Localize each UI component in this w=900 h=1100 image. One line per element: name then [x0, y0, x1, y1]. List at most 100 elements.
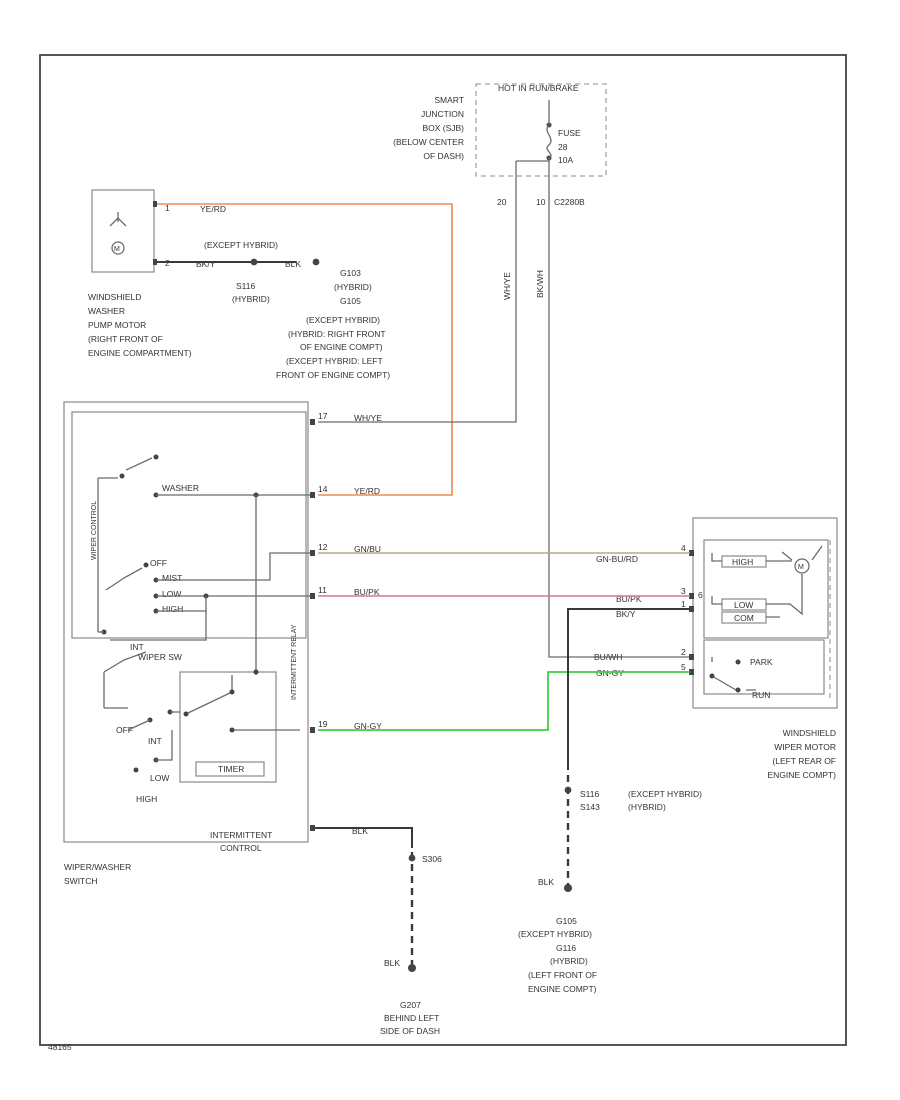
wiper-mist-dot — [143, 562, 149, 568]
ground-right-5: (LEFT FRONT OF — [528, 970, 597, 980]
motor-pin-3 — [689, 593, 694, 599]
int2-dot-4 — [133, 767, 139, 773]
park-switch-box — [703, 639, 825, 695]
motor-pin-5 — [689, 669, 694, 675]
wiper-motor-outer — [692, 517, 838, 709]
bottom-ground-wire — [315, 827, 413, 848]
green-wire-gn-gy — [318, 671, 690, 731]
ground-right-3: G116 — [556, 943, 576, 953]
wiper-int-label: INT — [130, 642, 144, 652]
pump-ground-3: G105 — [340, 296, 361, 306]
s116-splice-dot — [250, 258, 258, 266]
relay-dot-b — [229, 689, 235, 695]
wiper-low-label: LOW — [162, 589, 181, 599]
motor-pin-6-label: 6 — [698, 590, 703, 600]
wiper-control-label: WIPER CONTROL — [91, 501, 98, 560]
switch-name-2: SWITCH — [64, 876, 98, 886]
switch-pin-bottom — [310, 825, 315, 831]
s116-sub: (HYBRID) — [232, 294, 270, 304]
wiper-motor-name-2: WIPER MOTOR — [774, 742, 836, 752]
relay-box — [179, 671, 277, 783]
wiper-motor-m: M — [798, 564, 804, 571]
s116-right-splice — [564, 786, 572, 794]
row5-right-label: BU/WH — [594, 652, 622, 662]
wiper-motor-name-1: WINDSHIELD — [783, 728, 836, 738]
riser-left-label: WH/YE — [502, 272, 512, 300]
wiper-off-label: OFF — [150, 558, 167, 568]
pump-ground-terminal — [312, 258, 320, 266]
orange-wire-yerd — [157, 203, 453, 496]
motor-pin-2-label: 2 — [681, 647, 686, 657]
wiper-motor-name-3: (LEFT REAR OF — [772, 756, 836, 766]
pump-motor-icon — [111, 241, 125, 255]
motor-internal-wires — [711, 553, 803, 618]
junction-box-outline — [475, 83, 607, 177]
ground-right-2: (EXCEPT HYBRID) — [518, 929, 592, 939]
motor-common-label: COM — [734, 613, 754, 623]
motor-pin-1-label: 1 — [681, 599, 686, 609]
junction-box-header: HOT IN RUN/BRAKE — [498, 83, 579, 93]
int2-lines — [127, 711, 180, 761]
motor-brush-top — [781, 545, 823, 561]
pump-name-3: PUMP MOTOR — [88, 320, 146, 330]
row3-right-label: GN-BU/RD — [596, 554, 638, 564]
pump-ground-6: OF ENGINE COMPT) — [300, 342, 383, 352]
off-bus — [156, 552, 314, 581]
washer-pump-box — [91, 189, 155, 273]
switch-pin-17 — [310, 419, 315, 425]
motor-high-label: HIGH — [732, 557, 753, 567]
wire-label-bky: BK/Y — [196, 259, 216, 269]
splice-right-s143: S143 — [580, 802, 600, 812]
footer-code: 48165 — [48, 1042, 72, 1052]
wire-wh-ye-riser — [318, 176, 517, 423]
splice-right-hybrid: (HYBRID) — [628, 802, 666, 812]
splice-right-s116: S116 — [580, 789, 599, 799]
splice-right-except-hybrid: (EXCEPT HYBRID) — [628, 789, 702, 799]
except-hybrid-top: (EXCEPT HYBRID) — [204, 240, 278, 250]
s116-label: S116 — [236, 281, 255, 291]
switch-outer-box — [63, 401, 309, 843]
pump-motor-m: M — [114, 246, 120, 253]
pump-ground-7: (EXCEPT HYBRID: LEFT — [286, 356, 383, 366]
row3-label: GN/BU — [354, 544, 381, 554]
wiper-control-arm — [105, 567, 143, 591]
pump-pin-1: 1 — [165, 203, 170, 213]
wiper-mist-label: MIST — [162, 573, 182, 583]
washer-switch-dot-2 — [153, 454, 159, 460]
junction-box-name-1: SMART — [434, 95, 464, 105]
washer-pump-motor: M 1 2 YE/RD BK/Y (EXCEPT HYBRID) BLK S11… — [88, 189, 390, 380]
timer-box — [195, 761, 265, 777]
gnd-right-label: BK/Y — [616, 609, 636, 619]
park-label: PARK — [750, 657, 773, 667]
park-dot-1 — [735, 659, 741, 665]
int-switch — [103, 651, 147, 708]
switch-inner-box — [71, 411, 307, 639]
pump-pin-2-connector — [153, 259, 157, 265]
row2-label: YE/RD — [354, 486, 380, 496]
ground-right-1: G105 — [556, 916, 577, 926]
fuse-number: 28 — [558, 142, 568, 152]
washer-bus-drop-junction — [253, 669, 259, 675]
ground-right-4: (HYBRID) — [550, 956, 588, 966]
ground-right-blk: BLK — [538, 877, 554, 887]
int-relay-label: INTERMITTENT RELAY — [291, 624, 298, 700]
g207-blk-label: BLK — [384, 958, 400, 968]
pump-ground-5: (HYBRID: RIGHT FRONT — [288, 329, 386, 339]
switch-pin-19-label: 19 — [318, 719, 328, 729]
junction-box-name-2: JUNCTION — [421, 109, 464, 119]
switch-pin-11-label: 11 — [318, 585, 327, 595]
pump-name-1: WINDSHIELD — [88, 292, 141, 302]
wiper-motor-name-4: ENGINE COMPT) — [768, 770, 837, 780]
pump-ground-1: G103 — [340, 268, 361, 278]
switch-pin-12-label: 12 — [318, 542, 328, 552]
s306-splice-dot — [408, 854, 416, 862]
switch-pin-11 — [310, 593, 315, 599]
int2-high-label: HIGH — [136, 794, 157, 804]
row4-label: BU/PK — [354, 587, 380, 597]
gnd-bottom-label: BLK — [352, 826, 368, 836]
park-switch-arm — [711, 657, 756, 691]
washer-switch-contact — [97, 457, 153, 632]
high-drop — [110, 611, 207, 641]
motor-pin-1 — [689, 606, 694, 612]
